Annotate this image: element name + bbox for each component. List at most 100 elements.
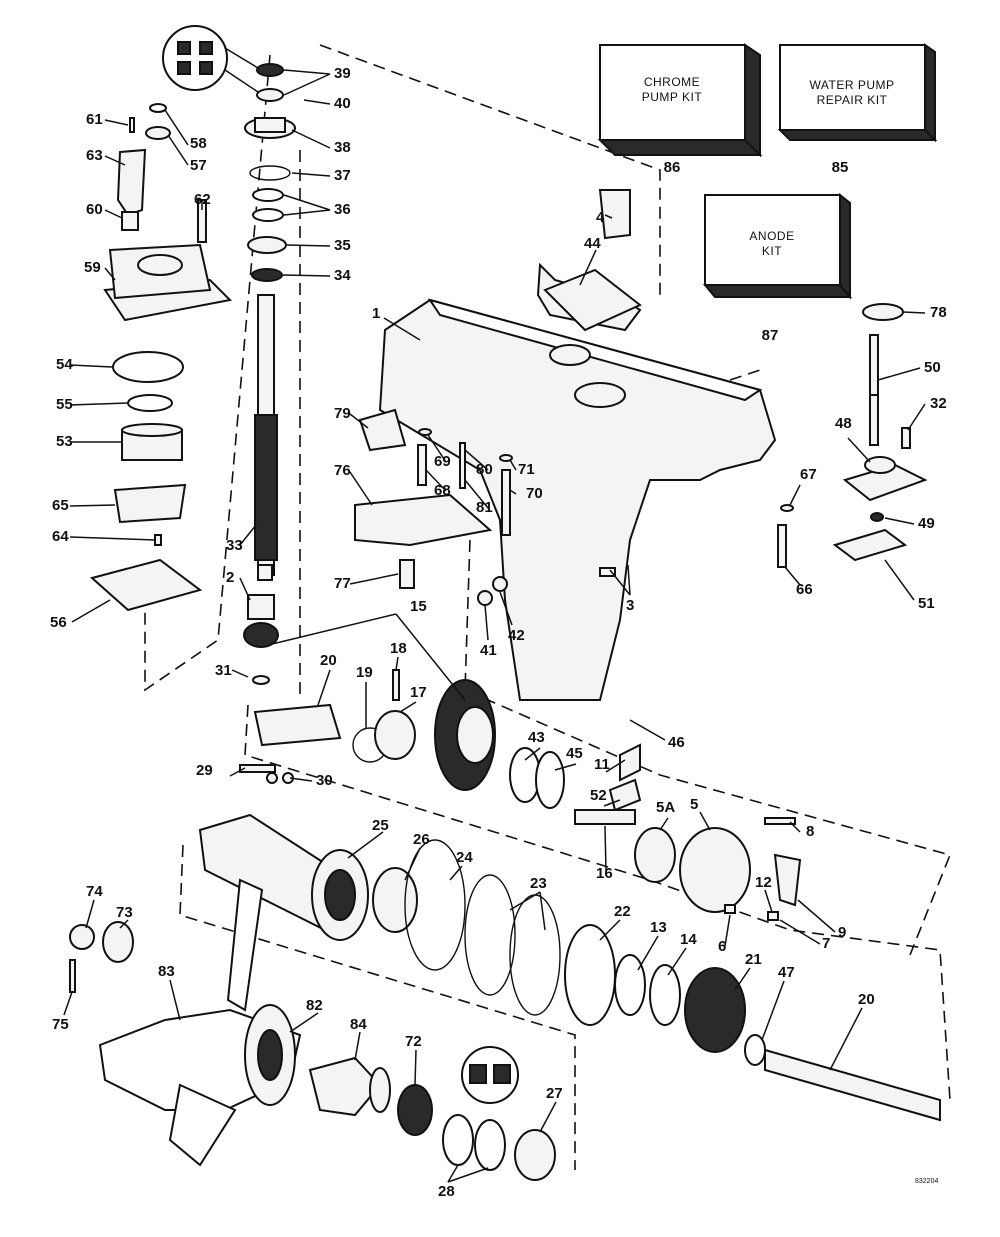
propeller-assembly bbox=[69, 878, 556, 1181]
kit-number-85: 85 bbox=[832, 159, 849, 176]
callout-74: 74 bbox=[86, 883, 103, 900]
assembly-guide-lines bbox=[144, 44, 952, 1170]
callout-41: 41 bbox=[480, 642, 497, 659]
callout-78: 78 bbox=[930, 304, 947, 321]
callout-15: 15 bbox=[410, 598, 427, 615]
callout-11: 11 bbox=[594, 756, 610, 773]
callout-17: 17 bbox=[410, 684, 427, 701]
callout-35: 35 bbox=[334, 237, 351, 254]
callout-47: 47 bbox=[778, 964, 795, 981]
callout-67: 67 bbox=[800, 466, 817, 483]
callout-37: 37 bbox=[334, 167, 351, 184]
callout-5a: 5A bbox=[656, 799, 675, 816]
callout-3: 3 bbox=[626, 597, 634, 614]
chrome-pump-kit-box: CHROME PUMP KIT bbox=[597, 43, 763, 158]
gearcase-housing bbox=[358, 189, 777, 701]
callout-20-upper: 20 bbox=[320, 652, 337, 669]
seal-detail-inset bbox=[162, 25, 259, 93]
callout-19: 19 bbox=[356, 664, 373, 681]
callout-4: 4 bbox=[596, 209, 605, 226]
callout-6: 6 bbox=[718, 938, 726, 955]
bearing-carrier-row bbox=[198, 813, 941, 1122]
drawing-code: 832204 bbox=[915, 1178, 938, 1185]
callout-58: 58 bbox=[190, 135, 207, 152]
callout-2: 2 bbox=[226, 569, 234, 586]
callout-13: 13 bbox=[650, 919, 667, 936]
leader-lines bbox=[63, 69, 926, 1183]
water-pump-repair-kit-box: WATER PUMP REPAIR KIT bbox=[777, 43, 938, 143]
water-pump-parts bbox=[89, 103, 233, 612]
callout-9: 9 bbox=[838, 924, 846, 941]
anode-kit-label-2: KIT bbox=[762, 244, 782, 258]
callout-5: 5 bbox=[690, 796, 698, 813]
callout-42: 42 bbox=[508, 627, 525, 644]
callout-33: 33 bbox=[226, 537, 243, 554]
callout-30: 30 bbox=[316, 772, 333, 789]
callout-48: 48 bbox=[835, 415, 852, 432]
callout-70: 70 bbox=[526, 485, 543, 502]
callout-76: 76 bbox=[334, 462, 351, 479]
driveshaft-stack bbox=[243, 63, 296, 685]
callout-69: 69 bbox=[434, 453, 451, 470]
callout-50: 50 bbox=[924, 359, 941, 376]
callout-36: 36 bbox=[334, 201, 351, 218]
callout-21: 21 bbox=[745, 951, 762, 968]
chrome-pump-kit-label-1: CHROME bbox=[644, 75, 700, 89]
callout-79: 79 bbox=[334, 405, 351, 422]
water-pump-kit-label-1: WATER PUMP bbox=[810, 78, 895, 92]
gear-train bbox=[239, 669, 802, 921]
callout-66: 66 bbox=[796, 581, 813, 598]
callout-49: 49 bbox=[918, 515, 935, 532]
callout-62: 62 bbox=[194, 191, 211, 208]
callout-7: 7 bbox=[822, 935, 830, 952]
water-pump-kit-label-2: REPAIR KIT bbox=[817, 93, 888, 107]
callout-23: 23 bbox=[530, 875, 547, 892]
callout-8: 8 bbox=[806, 823, 814, 840]
callout-34: 34 bbox=[334, 267, 351, 284]
callout-53: 53 bbox=[56, 433, 73, 450]
callout-52: 52 bbox=[590, 787, 607, 804]
callout-75: 75 bbox=[52, 1016, 69, 1033]
callout-22: 22 bbox=[614, 903, 631, 920]
callout-40: 40 bbox=[334, 95, 351, 112]
callout-43: 43 bbox=[528, 729, 545, 746]
callout-61: 61 bbox=[86, 111, 103, 128]
callout-56: 56 bbox=[50, 614, 67, 631]
callout-1: 1 bbox=[372, 305, 380, 322]
kit-number-87: 87 bbox=[762, 327, 779, 344]
callout-59: 59 bbox=[84, 259, 101, 276]
callout-55: 55 bbox=[56, 396, 73, 413]
callout-39: 39 bbox=[334, 65, 351, 82]
callout-63: 63 bbox=[86, 147, 103, 164]
callout-27: 27 bbox=[546, 1085, 563, 1102]
callout-20-lower: 20 bbox=[858, 991, 875, 1008]
callout-12: 12 bbox=[755, 874, 772, 891]
callout-68: 68 bbox=[434, 482, 451, 499]
anode-kit-box: ANODE KIT bbox=[702, 192, 853, 300]
callout-25: 25 bbox=[372, 817, 389, 834]
callout-44: 44 bbox=[584, 235, 601, 252]
chrome-pump-kit-label-2: PUMP KIT bbox=[642, 90, 703, 104]
callout-80: 80 bbox=[476, 461, 493, 478]
callout-72: 72 bbox=[405, 1033, 422, 1050]
callout-57: 57 bbox=[190, 157, 207, 174]
callout-60: 60 bbox=[86, 201, 103, 218]
callout-77: 77 bbox=[334, 575, 351, 592]
callout-26: 26 bbox=[413, 831, 430, 848]
callout-45: 45 bbox=[566, 745, 583, 762]
callout-46: 46 bbox=[668, 734, 685, 751]
callout-31: 31 bbox=[215, 662, 232, 679]
kit-number-86: 86 bbox=[664, 159, 681, 176]
callout-83: 83 bbox=[158, 963, 175, 980]
callout-71: 71 bbox=[518, 461, 535, 478]
callout-64: 64 bbox=[52, 528, 69, 545]
housing-hardware bbox=[354, 268, 928, 606]
callout-24: 24 bbox=[456, 849, 473, 866]
callout-81: 81 bbox=[476, 499, 493, 516]
callout-18: 18 bbox=[390, 640, 407, 657]
callout-38: 38 bbox=[334, 139, 351, 156]
callout-28: 28 bbox=[438, 1183, 455, 1200]
callout-82: 82 bbox=[306, 997, 323, 1014]
callout-29: 29 bbox=[196, 762, 213, 779]
